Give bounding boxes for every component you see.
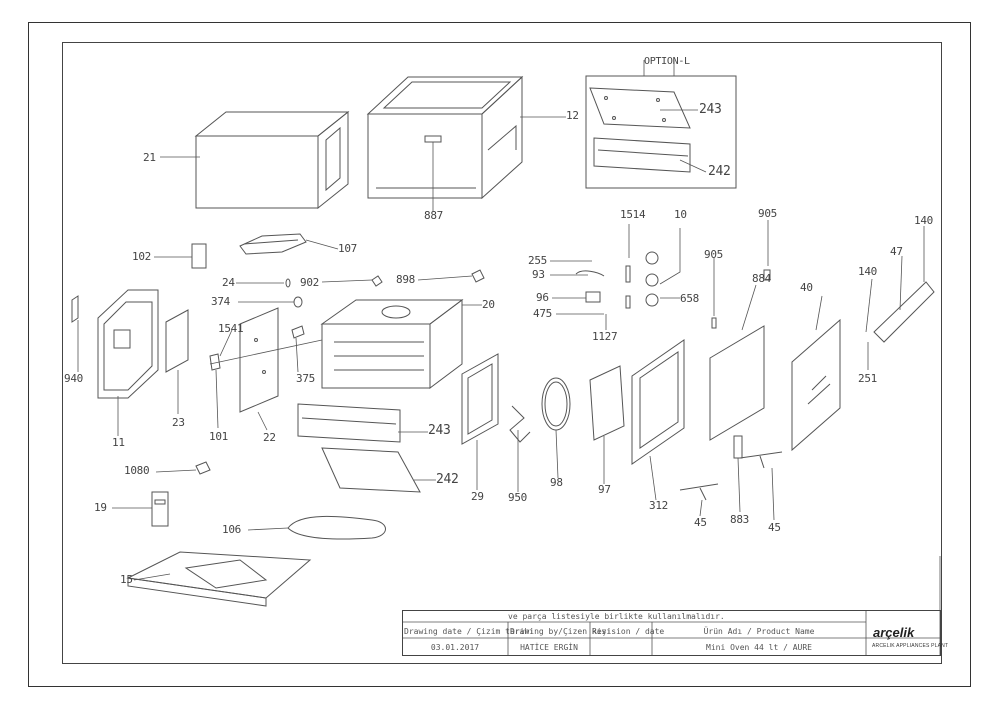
callout-93: 93 [532, 268, 545, 281]
callout-47: 47 [890, 245, 903, 258]
callout-11: 11 [112, 436, 125, 449]
callout-887: 887 [424, 209, 443, 222]
product-name: Mini Oven 44 lt / AURE [706, 643, 812, 652]
product-label: Ürün Adı / Product Name [703, 627, 815, 636]
brand-logo: arçelik [873, 625, 915, 640]
callout-658: 658 [680, 292, 699, 305]
callout-475: 475 [533, 307, 552, 320]
callout-251: 251 [858, 372, 877, 385]
callout-1541: 1541 [218, 322, 244, 335]
inner-border [62, 42, 942, 664]
callout-40: 40 [800, 281, 813, 294]
callout-29: 29 [471, 490, 484, 503]
callout-106: 106 [222, 523, 241, 536]
callout-24: 24 [222, 276, 235, 289]
part-20-oven-cavity [320, 299, 464, 389]
leader-lines [77, 60, 925, 581]
callout-45-left: 45 [694, 516, 707, 529]
option-box [585, 75, 737, 189]
callout-96: 96 [536, 291, 549, 304]
callout-242: 242 [436, 472, 459, 487]
callout-98: 98 [550, 476, 563, 489]
callout-905-top: 905 [758, 207, 777, 220]
callout-312: 312 [649, 499, 668, 512]
callout-898: 898 [396, 273, 415, 286]
callout-21: 21 [143, 151, 156, 164]
callout-140-mid: 140 [858, 265, 877, 278]
callout-12: 12 [566, 109, 579, 122]
callout-374: 374 [211, 295, 230, 308]
drawing-date-label: Drawing date / Çizim tarihi [404, 627, 535, 636]
callout-242-option: 242 [708, 164, 731, 179]
callout-140-top: 140 [914, 214, 933, 227]
part-107 [239, 233, 307, 255]
callout-15: 15 [120, 573, 133, 586]
revision-label: Revision / date [592, 627, 665, 636]
callout-905-mid: 905 [704, 248, 723, 261]
callout-255: 255 [528, 254, 547, 267]
callout-107: 107 [338, 242, 357, 255]
drawing-by: HATİCE ERGİN [520, 643, 578, 652]
callout-375: 375 [296, 372, 315, 385]
part-11-back-panel [97, 289, 159, 399]
brand-subtitle: ARCELIK APPLIANCES PLANT [872, 643, 949, 649]
callout-20: 20 [482, 298, 495, 311]
callout-10: 10 [674, 208, 687, 221]
callout-1514: 1514 [620, 208, 646, 221]
drawing-date: 03.01.2017 [430, 643, 480, 652]
callout-22: 22 [263, 431, 276, 444]
callout-902: 902 [300, 276, 319, 289]
callout-884: 884 [752, 272, 771, 285]
part-21-outer-casing [194, 110, 350, 210]
callout-45-right: 45 [768, 521, 781, 534]
callout-23: 23 [172, 416, 185, 429]
callout-243-option: 243 [699, 102, 722, 117]
title-note: ve parça listesiyle birlikte kullanılmal… [508, 612, 725, 621]
callout-19: 19 [94, 501, 107, 514]
part-102 [191, 243, 207, 269]
drawing-by-label: Drawing by/Çizen kişi [510, 627, 612, 636]
callout-1080: 1080 [124, 464, 150, 477]
callout-97: 97 [598, 483, 611, 496]
part-12-inner-casing [366, 75, 524, 200]
callout-940: 940 [64, 372, 83, 385]
callout-950: 950 [508, 491, 527, 504]
callout-101: 101 [209, 430, 228, 443]
callout-883: 883 [730, 513, 749, 526]
part-15-base [126, 551, 312, 607]
option-label: OPTION-L [644, 56, 690, 67]
callout-243: 243 [428, 423, 451, 438]
title-block [402, 610, 941, 656]
callout-102: 102 [132, 250, 151, 263]
outer-border [28, 22, 971, 687]
callout-1127: 1127 [592, 330, 618, 343]
